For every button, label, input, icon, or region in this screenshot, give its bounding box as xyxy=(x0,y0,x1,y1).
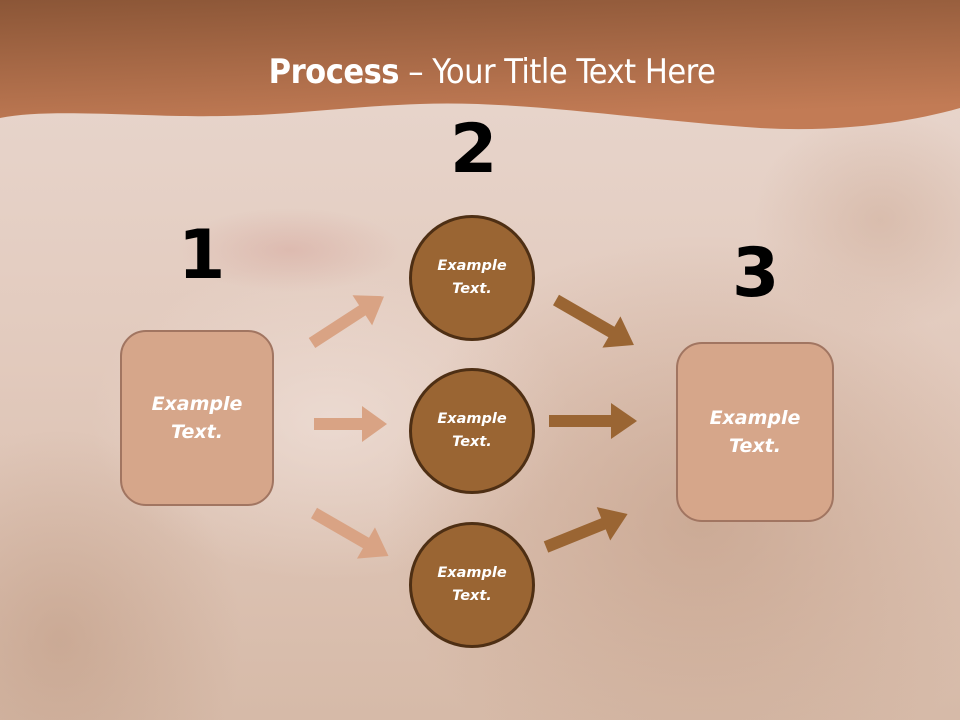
circle-text: Example Text. xyxy=(437,564,507,604)
title-banner xyxy=(0,0,960,130)
title-rest: – Your Title Text Here xyxy=(399,52,716,92)
step-2-circle-bottom: Example Text. xyxy=(409,522,535,648)
arrow-up-right-icon xyxy=(543,507,628,553)
step-3-text: Example Text. xyxy=(709,406,801,458)
arrow-right-icon xyxy=(549,403,637,439)
arrow-up-right-icon xyxy=(308,295,385,349)
circle-text: Example Text. xyxy=(437,257,507,297)
step-1-box: Example Text. xyxy=(120,330,274,506)
step-number-1: 1 xyxy=(178,216,226,295)
title-bold: Process xyxy=(268,52,400,92)
step-number-3: 3 xyxy=(732,234,780,313)
circle-text: Example Text. xyxy=(437,410,507,450)
arrow-down-right-icon xyxy=(553,294,634,348)
step-1-text: Example Text. xyxy=(151,392,243,444)
arrow-down-right-icon xyxy=(311,507,389,559)
arrow-right-icon xyxy=(314,406,387,442)
step-number-2: 2 xyxy=(450,110,498,189)
step-2-circle-middle: Example Text. xyxy=(409,368,535,494)
slide-title: Process – Your Title Text Here xyxy=(0,52,960,92)
step-3-box: Example Text. xyxy=(676,342,834,522)
step-2-circle-top: Example Text. xyxy=(409,215,535,341)
